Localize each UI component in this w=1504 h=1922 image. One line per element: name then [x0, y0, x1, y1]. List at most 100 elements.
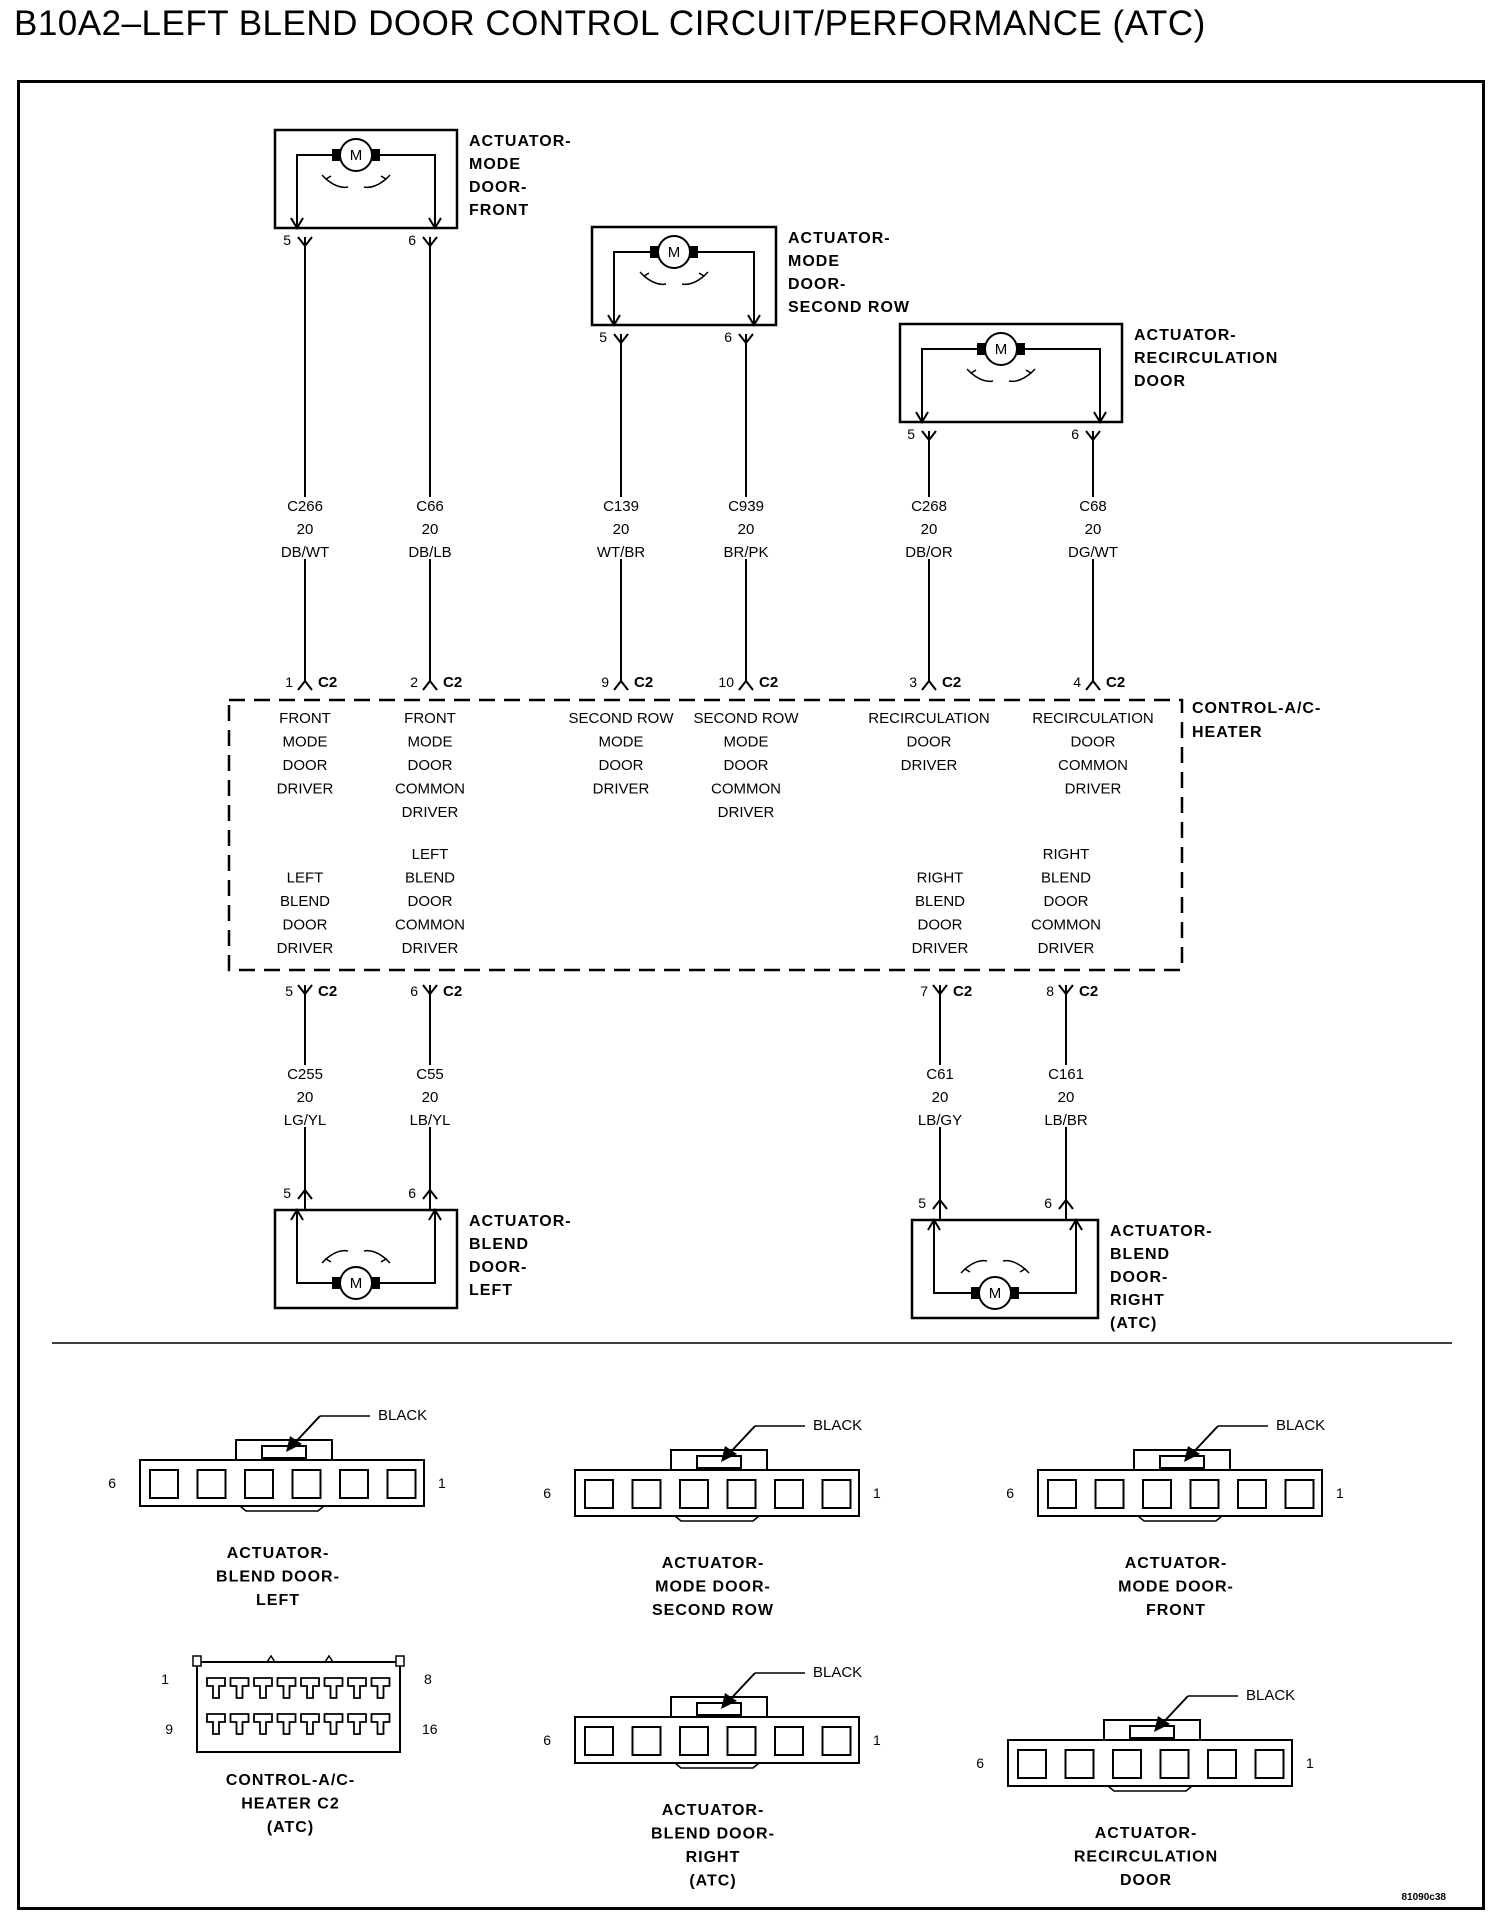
arrow-icon — [915, 411, 929, 424]
brush-icon — [332, 149, 340, 161]
wire-circuit: C61 — [926, 1066, 954, 1083]
connector-tab — [1107, 1785, 1193, 1792]
wire-circuit: C939 — [728, 498, 764, 515]
connector-fork-icon — [297, 236, 313, 248]
brush-icon — [372, 1277, 380, 1289]
actuator-name: DOOR- — [1110, 1269, 1168, 1286]
rotation-arrow-icon — [1025, 368, 1036, 374]
pin-number: 8 — [1046, 983, 1054, 999]
connector-id: C2 — [318, 674, 337, 691]
connector-color: BLACK — [1246, 1687, 1295, 1704]
driver-label: DRIVER — [912, 940, 969, 957]
rotation-arrow-icon — [1002, 1259, 1026, 1270]
wire-gauge: 20 — [422, 521, 439, 538]
wire-color: LG/YL — [284, 1112, 327, 1129]
driver-label: RECIRCULATION — [868, 710, 989, 727]
driver-label: COMMON — [395, 781, 465, 798]
connector-color: BLACK — [378, 1407, 427, 1424]
driver-label: DOOR — [283, 917, 328, 934]
driver-label: DOOR — [408, 893, 453, 910]
connector-body — [1007, 1739, 1293, 1787]
wire-label-bg — [273, 497, 337, 559]
connector-latch — [192, 1655, 202, 1667]
pin-number: 6 — [408, 1185, 416, 1201]
actuator-wire — [378, 1210, 436, 1284]
connector-tab — [674, 1762, 760, 1769]
connector-fork-icon — [422, 236, 438, 248]
figure-id: 81090c38 — [1402, 1892, 1447, 1903]
driver-label: DOOR — [599, 757, 644, 774]
connector-cavity — [244, 1469, 274, 1499]
rotation-arrow-icon — [964, 1259, 988, 1270]
brush-icon — [650, 246, 658, 258]
connector-cavity — [196, 1469, 227, 1499]
pin-number: 5 — [285, 983, 293, 999]
connector-fork-icon — [613, 679, 629, 691]
actuator-name: BLEND — [1110, 1246, 1170, 1263]
connector-id: C2 — [443, 674, 462, 691]
rotation-arrow-icon — [639, 271, 650, 277]
rotation-arrow-icon — [643, 275, 667, 286]
actuator-wire — [378, 154, 436, 228]
actuator-name: RECIRCULATION — [1134, 350, 1278, 367]
pin-number: 1 — [285, 674, 293, 690]
pin-number: 10 — [718, 674, 734, 690]
pin-number: 6 — [724, 329, 732, 345]
driver-label: MODE — [599, 734, 644, 751]
actuator-name: ACTUATOR- — [1134, 327, 1237, 344]
connector-name: MODE DOOR- — [1118, 1579, 1234, 1596]
connector-cavity — [1064, 1749, 1095, 1779]
pin-number: 6 — [543, 1485, 551, 1501]
wire-label-bg — [897, 497, 961, 559]
rotation-arrow-icon — [1008, 372, 1032, 383]
motor-label: M — [989, 1285, 1002, 1302]
connector-name: BLEND DOOR- — [216, 1569, 340, 1586]
driver-label: DOOR — [918, 917, 963, 934]
rotation-arrow-icon — [325, 1249, 349, 1260]
rotation-arrow-icon — [321, 1258, 332, 1264]
connector-cavity — [229, 1677, 250, 1699]
connector-body — [139, 1459, 425, 1507]
connector-cavity — [1094, 1479, 1125, 1509]
connector-cavity — [584, 1479, 614, 1509]
connector-key — [696, 1455, 742, 1469]
arrow-icon — [428, 1208, 442, 1221]
pin-number: 1 — [1336, 1485, 1344, 1501]
pin-number: 6 — [976, 1755, 984, 1771]
connector-name: BLEND DOOR- — [651, 1826, 775, 1843]
connector-cavity — [679, 1726, 709, 1756]
driver-label: DOOR — [1044, 893, 1089, 910]
connector-cavity — [821, 1479, 852, 1509]
connector-cavity — [1237, 1479, 1267, 1509]
connector-name: FRONT — [1146, 1602, 1206, 1619]
connector-fork-icon — [422, 984, 438, 996]
actuator-name: ACTUATOR- — [1110, 1223, 1213, 1240]
connector-cavity — [1112, 1749, 1142, 1779]
wire-circuit: C266 — [287, 498, 323, 515]
brush-icon — [1017, 343, 1025, 355]
connector-key — [261, 1445, 307, 1459]
connector-cavity — [300, 1713, 320, 1735]
actuator-name: ACTUATOR- — [469, 133, 572, 150]
wire-color: BR/PK — [723, 544, 768, 561]
driver-label: DOOR — [408, 757, 453, 774]
wire-color: LB/BR — [1044, 1112, 1088, 1129]
rotation-arrow-icon — [380, 174, 391, 180]
driver-label: DOOR — [724, 757, 769, 774]
connector-cavity — [276, 1713, 297, 1735]
driver-label: FRONT — [404, 710, 456, 727]
motor-label: M — [350, 1275, 363, 1292]
connector-key — [266, 1654, 334, 1663]
connector-name: HEATER C2 — [241, 1796, 340, 1813]
connector-fork-icon — [1085, 430, 1101, 442]
connector-fork-icon — [932, 984, 948, 996]
pin-number: 9 — [165, 1721, 173, 1737]
actuator-name: DOOR — [1134, 373, 1186, 390]
driver-label: COMMON — [711, 781, 781, 798]
driver-label: BLEND — [1041, 870, 1091, 887]
driver-label: COMMON — [1031, 917, 1101, 934]
connector-name: LEFT — [256, 1592, 300, 1609]
connector-id: C2 — [953, 983, 972, 1000]
wire-circuit: C68 — [1079, 498, 1107, 515]
pin-number: 3 — [909, 674, 917, 690]
